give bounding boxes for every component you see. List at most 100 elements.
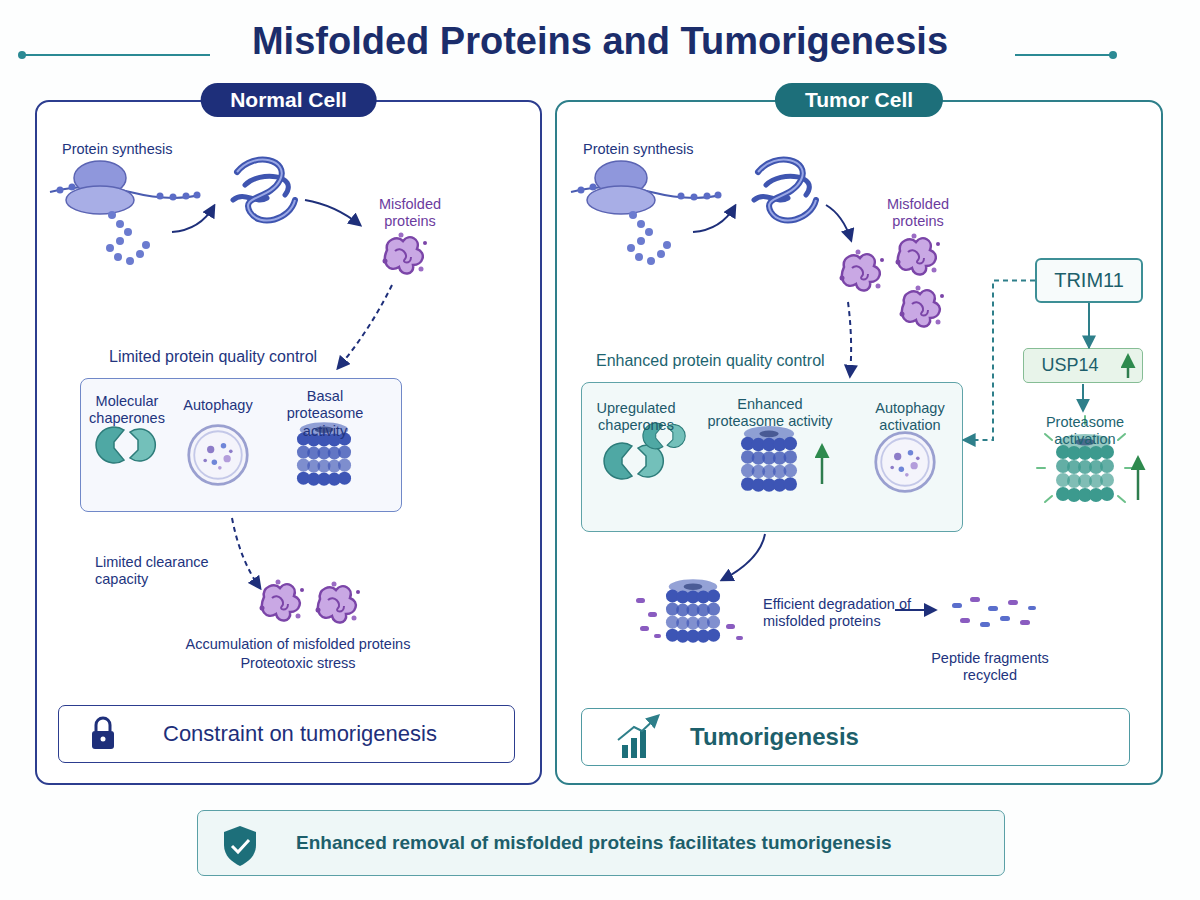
node-text: USP14 [1041,355,1098,376]
tumor-cell-illustration [970,597,980,602]
shield-icon [224,826,256,866]
normal-cell-illustration [260,580,305,621]
normal-cell-illustration [316,582,361,623]
tumor-cell-illustration [826,205,851,240]
tumor-cell-illustration [952,603,962,608]
tumor-cell-illustration [654,634,661,638]
node-text: Limited protein quality control [109,348,317,366]
text-label: Molecular chaperones [77,393,177,428]
title-ornament [18,51,26,59]
tumor-cell-illustration [736,636,743,640]
tumor-cell-illustration [693,206,735,232]
connector [1088,303,1090,348]
normal-cell-illustration [50,161,201,265]
normal-cell-illustration [101,737,106,742]
tumor-cell-illustration [980,622,990,627]
text-label: Efficient degradation of misfolded prote… [763,596,913,631]
tumor-cell-illustration [754,160,816,221]
tumor-cell-illustration [636,598,743,640]
tumor-cell-illustration [622,730,646,758]
connector [963,281,1035,441]
protein-box: USP14 [1023,348,1143,383]
node-text: Normal Cell [200,83,377,117]
tumor-cell-illustration [821,446,824,484]
tumor-cell-illustration [900,286,945,327]
tumor-cell-illustration [1020,620,1030,625]
tumor-cell-illustration [1008,600,1018,605]
tumor-cell-illustration [848,302,851,376]
tumor-cell-illustration [952,597,1036,627]
text-label: Basal proteasome activity [283,388,367,440]
text-label: Proteasome activation [1020,414,1150,449]
tumor-cell-illustration [1037,467,1045,469]
normal-cell-illustration [338,285,392,368]
tumor-cell-illustration [1000,616,1010,621]
tumor-cell-illustration [1118,496,1125,502]
conclusion-box: Enhanced removal of misfolded proteins f… [197,810,1005,876]
node-text: Enhanced removal of misfolded proteins f… [296,832,891,854]
tumor-cell-illustration [571,161,722,265]
tumor-cell-illustration [876,433,935,492]
text-label: Misfolded proteins [365,196,455,231]
tumor-cell-illustration [622,745,628,758]
text-label: Protein synthesis [62,141,222,158]
tumor-cell-illustration [640,730,646,758]
tumor-cell-illustration [571,160,851,265]
normal-cell-illustration [305,200,360,225]
protein-box: TRIM11 [1035,258,1143,303]
normal-cell-illustration [233,160,295,221]
tumor-cell-illustration [722,534,765,580]
outcome-box: Tumorigenesis [581,708,1130,766]
shield-icon [224,826,256,866]
tumor-cell-illustration [1045,496,1052,502]
tumor-cell-illustration [636,598,645,603]
text-label: Autophagy activation [860,400,960,435]
tumor-cell-illustration [571,160,1138,758]
text-label: Limited clearance capacity [95,554,210,589]
tumor-cell-illustration [631,738,637,758]
tumor-cell-illustration [960,618,970,623]
normal-cell-illustration [383,233,428,274]
tumor-cell-illustration [640,626,649,631]
tumor-cell-illustration [726,624,735,629]
tumor-cell-illustration [1045,434,1052,440]
tumor-cell-illustration [604,443,663,479]
tumor-cell-illustration [741,426,797,492]
text-label: Misfolded proteins [873,196,963,231]
node-text: Tumorigenesis [690,723,859,751]
tumor-cell-illustration [1028,606,1036,610]
tumor-cell-illustration [648,612,657,617]
diagram-title: Misfolded Proteins and Tumorigenesis [0,20,1200,63]
tumor-cell-illustration [1118,434,1125,440]
outcome-box: Constraint on tumorigenesis [58,705,515,763]
node-text: Enhanced protein quality control [596,352,825,370]
tumor-cell-illustration [840,250,885,291]
tumor-cell-illustration [1125,467,1133,469]
shield-icon [232,840,249,852]
text-label: Peptide fragments recycled [930,650,1050,685]
normal-cell-illustration [232,518,260,588]
title-ornament [22,54,210,56]
tumor-cell-illustration [618,716,658,740]
text-label: Proteotoxic stress [198,655,398,672]
normal-cell-illustration [96,718,110,731]
tumor-cell-illustration [988,606,998,611]
text-label: Accumulation of misfolded proteins [148,636,448,653]
title-ornament [1015,54,1113,56]
text-label: Upregulated chaperones [586,400,686,435]
node-text: Constraint on tumorigenesis [163,721,437,747]
normal-cell-illustration [50,160,427,749]
tumor-cell-illustration [666,579,720,642]
text-label: Enhanced proteasome activity [705,396,835,431]
text-label: Autophagy [168,397,268,414]
cell-panel: Normal CellLimited protein quality contr… [35,100,542,785]
normal-cell-illustration [96,427,155,463]
normal-cell-illustration [92,731,114,749]
tumor-cell-illustration [1082,384,1084,410]
node-text: TRIM11 [1054,269,1124,292]
